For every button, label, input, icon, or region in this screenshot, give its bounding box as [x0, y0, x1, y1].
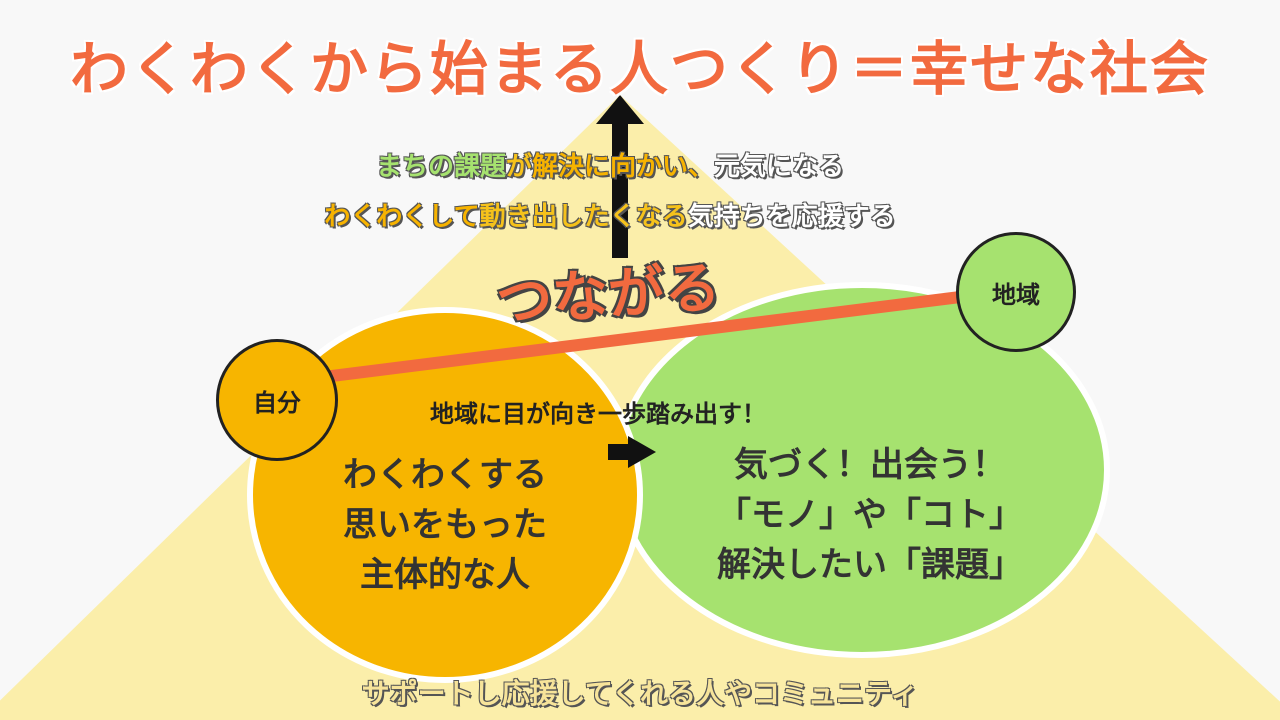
right-circle-line: 解決したい「課題」 — [717, 545, 1023, 585]
subtitle-line-2-part-2: 動き出したくなる — [479, 202, 688, 232]
subtitle-line-2-part-3: 気持ちを応援する — [687, 202, 896, 232]
connector-line — [294, 286, 1006, 386]
left-circle-line: 主体的な人 — [360, 555, 530, 595]
region-label: 地域 — [992, 280, 1040, 309]
self-label: 自分 — [253, 388, 301, 417]
left-circle-line: わくわくする — [343, 455, 547, 495]
right-circle-line: 気づく！出会う！ — [734, 445, 1006, 485]
left-circle-line: 思いをもった — [343, 505, 547, 545]
orange-circle — [247, 307, 643, 683]
subtitle-line-1-part-4: 元気になる — [714, 152, 845, 182]
subtitle-line-2: わくわくして動き出したくなる気持ちを応援する — [0, 196, 1220, 233]
connect-label: つながる — [494, 255, 723, 336]
subtitle-line-1-part-1: まちの課題 — [375, 152, 506, 182]
self-circle: 自分 — [216, 339, 338, 461]
right-arrow — [608, 436, 656, 468]
step-label: 地域に目が向き一歩踏み出す！ — [430, 400, 766, 428]
subtitle-line-2-part-1: わくわくして — [324, 202, 480, 232]
region-circle: 地域 — [956, 232, 1076, 352]
right-circle-text: 気づく！出会う！ 「モノ」や「コト」 解決したい「課題」 — [660, 440, 1080, 590]
page-title: わくわくから始まる人つくり＝幸せな社会 — [69, 35, 1210, 103]
subtitle-line-1-part-2: が — [505, 152, 532, 182]
bottom-label: サポートし応援してくれる人やコミュニティ — [361, 677, 919, 710]
up-arrow — [596, 95, 644, 258]
subtitle-line-1-part-3: 解決に向かい、 — [532, 152, 715, 182]
subtitle-line-1: まちの課題が解決に向かい、元気になる — [0, 146, 1220, 183]
left-circle-text: わくわくする 思いをもった 主体的な人 — [300, 450, 590, 600]
right-circle-line: 「モノ」や「コト」 — [717, 495, 1023, 535]
